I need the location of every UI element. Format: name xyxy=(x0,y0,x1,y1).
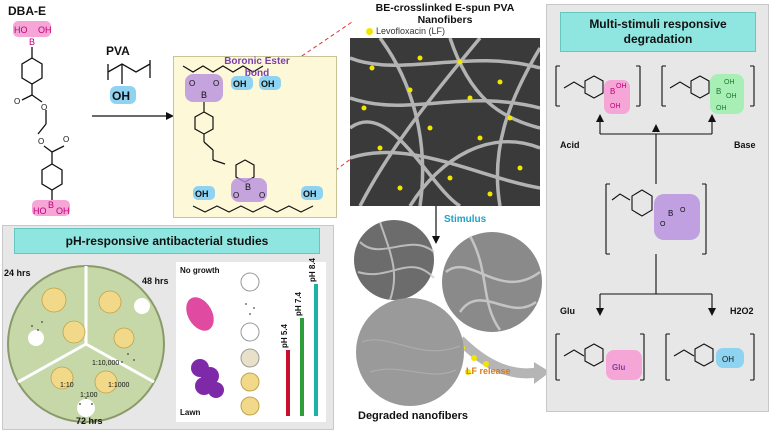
dilution-1-100: 1:100 xyxy=(80,392,98,399)
svg-text:OH: OH xyxy=(610,103,621,110)
dilution-1-10: 1:10 xyxy=(60,382,74,389)
svg-text:OH: OH xyxy=(716,105,727,112)
svg-text:B: B xyxy=(668,209,673,218)
time-24h-label: 24 hrs xyxy=(4,268,31,278)
dba-e-label: DBA-E xyxy=(8,4,46,18)
svg-text:B: B xyxy=(201,90,207,100)
svg-text:O: O xyxy=(233,191,239,200)
svg-text:B: B xyxy=(29,37,35,47)
ph-8-4-label: pH 8.4 xyxy=(308,257,317,282)
svg-text:B: B xyxy=(48,200,54,210)
degradation-panel-title: Multi-stimuli responsive degradation xyxy=(560,12,756,52)
boronic-ester-label: Boronic Ester bond xyxy=(224,56,290,79)
reaction-arrowhead xyxy=(166,112,174,120)
svg-text:O: O xyxy=(41,103,47,112)
pva-label: PVA xyxy=(106,44,130,58)
nanofibers-title: BE-crosslinked E-spun PVA Nanofibers xyxy=(375,2,515,26)
degraded-sem-images xyxy=(354,220,542,406)
ph-5-4-label: pH 5.4 xyxy=(280,323,289,348)
svg-text:B: B xyxy=(610,87,615,96)
lawn-label: Lawn xyxy=(180,408,201,417)
petri-dish xyxy=(7,265,165,423)
ph-7-4-label: pH 7.4 xyxy=(294,291,303,316)
svg-text:OH: OH xyxy=(112,89,130,103)
sem-nanofibers-image xyxy=(350,38,540,206)
svg-text:OH: OH xyxy=(616,83,627,90)
svg-text:OH: OH xyxy=(38,25,52,35)
acid-label: Acid xyxy=(560,140,580,150)
svg-text:O: O xyxy=(38,137,44,146)
dilution-1-10000: 1:10,000 xyxy=(92,360,120,367)
growth-legend-graphics xyxy=(186,272,318,416)
svg-text:OH: OH xyxy=(195,189,209,199)
dilution-1-1000: 1:1000 xyxy=(108,382,130,389)
levofloxacin-dot-icon xyxy=(366,28,373,35)
svg-text:OH: OH xyxy=(722,355,734,364)
svg-text:OH: OH xyxy=(56,206,70,216)
svg-text:OH: OH xyxy=(261,79,275,89)
glu-tag: Glu xyxy=(612,363,626,372)
degradation-scheme: B OH OH B OH OH OH B O O xyxy=(555,65,755,381)
lf-release-label: LF release xyxy=(466,366,511,376)
svg-text:O: O xyxy=(660,221,666,228)
svg-text:OH: OH xyxy=(303,189,317,199)
svg-text:B: B xyxy=(245,182,251,192)
h2o2-label: H2O2 xyxy=(730,306,754,316)
dba-e-structure: HO OH B O O O O B HO OH xyxy=(13,21,70,216)
svg-text:O: O xyxy=(259,191,265,200)
degraded-nanofibers-label: Degraded nanofibers xyxy=(358,410,469,422)
svg-text:O: O xyxy=(14,97,20,106)
svg-text:OH: OH xyxy=(233,79,247,89)
antibacterial-panel-title: pH-responsive antibacterial studies xyxy=(14,228,320,254)
pva-structure: OH xyxy=(107,60,151,104)
svg-text:O: O xyxy=(213,79,219,88)
svg-text:O: O xyxy=(680,207,686,214)
glu-label: Glu xyxy=(560,306,575,316)
time-72h-label: 72 hrs xyxy=(76,416,103,426)
crosslinked-structure: O O B OH OH B O O OH OH xyxy=(182,65,323,213)
svg-text:OH: OH xyxy=(724,79,735,86)
svg-text:HO: HO xyxy=(14,25,28,35)
base-label: Base xyxy=(734,140,756,150)
stimulus-label: Stimulus xyxy=(444,214,487,225)
svg-text:O: O xyxy=(189,79,195,88)
levofloxacin-legend: Levofloxacin (LF) xyxy=(376,26,446,36)
svg-text:OH: OH xyxy=(726,93,737,100)
svg-text:O: O xyxy=(63,135,69,144)
zoom-line-top xyxy=(295,21,353,61)
no-growth-label: No growth xyxy=(180,266,220,275)
time-48h-label: 48 hrs xyxy=(142,276,169,286)
svg-text:B: B xyxy=(716,87,721,96)
svg-text:HO: HO xyxy=(33,206,47,216)
